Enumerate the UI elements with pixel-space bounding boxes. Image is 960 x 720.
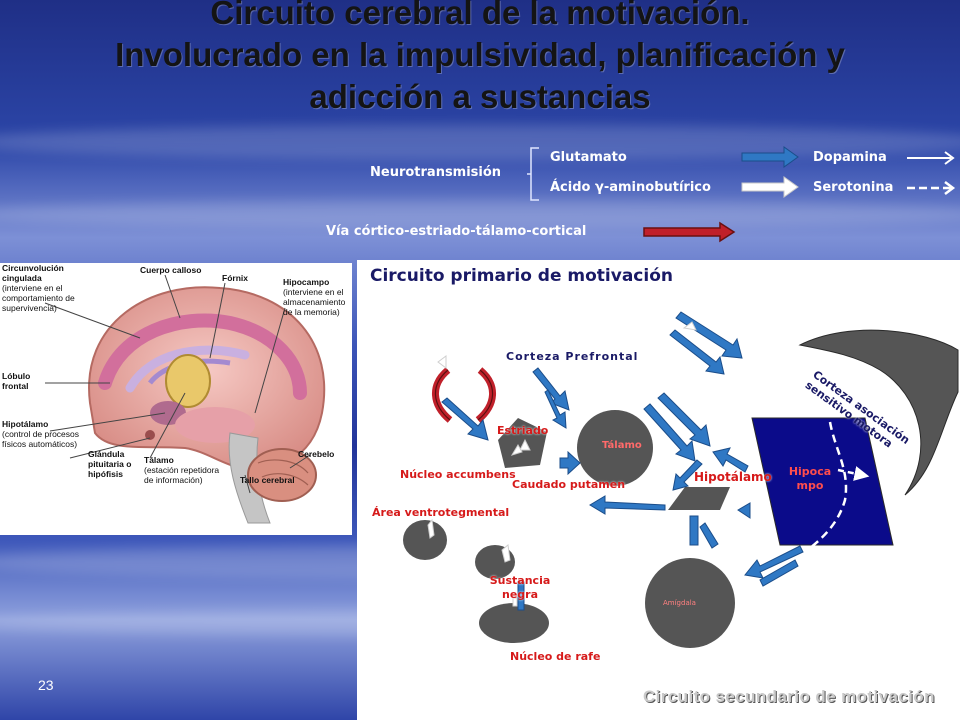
association-cortex-shape: [798, 329, 959, 496]
node-label-hippocampus: Hipocampo: [788, 465, 832, 492]
title-line-3: adicción a sustancias: [309, 78, 651, 115]
slide-title: Circuito cerebral de la motivación. Invo…: [0, 0, 960, 118]
gaba-arrow-icon: [741, 176, 799, 198]
legend-serotonin-label: Serotonina: [813, 180, 894, 195]
brain-anatomy-panel: Circunvolución cingulada (interviene en …: [0, 263, 352, 535]
diagram-title: Circuito primario de motivación: [370, 266, 673, 286]
brain-note-thalamus: (estación repetidora de información): [144, 465, 220, 485]
brain-note-hypothalamus: (control de procesos físicos automáticos…: [2, 429, 80, 449]
brain-label-brainstem: Tallo cerebral: [240, 475, 295, 485]
vta-node: [403, 520, 447, 560]
thalamus-node: [577, 410, 653, 486]
node-label-raphe: Núcleo de rafe: [510, 650, 601, 663]
page-number: 23: [38, 677, 54, 693]
node-label-caudate: Caudado putamen: [512, 478, 626, 491]
amygdala-node: [645, 558, 735, 648]
title-line-1: Circuito cerebral de la motivación.: [210, 0, 750, 31]
brain-label-cingulate: Circunvolución cingulada: [2, 263, 64, 283]
node-label-striatum: Estriado: [497, 424, 549, 437]
node-label-prefrontal: Corteza Prefrontal: [506, 350, 639, 363]
brain-label-hippocampus: Hipocampo: [283, 277, 330, 287]
brain-label-thalamus: Tálamo: [144, 455, 174, 465]
glutamate-arrow-icon: [741, 146, 799, 168]
legend-brace: [527, 147, 539, 201]
title-line-2: Involucrado en la impulsividad, planific…: [115, 36, 845, 73]
brain-note-hippocampus: (interviene en el almacenamiento de la m…: [283, 287, 346, 317]
legend-gaba-label: Ácido γ-aminobutírico: [550, 180, 711, 195]
dopamine-arrow-icon: [907, 151, 955, 165]
brain-note-cingulate: (interviene en el comportamiento de supe…: [2, 283, 75, 313]
brain-label-hypothalamus: Hipotálamo: [2, 419, 49, 429]
legend-glutamate-label: Glutamato: [550, 150, 627, 165]
node-label-thalamus: Tálamo: [602, 440, 642, 451]
node-label-hypothalamus: Hipotálamo: [694, 470, 772, 484]
serotonin-arrow-icon: [907, 181, 956, 195]
brain-label-pituitary: Glándula pituitaria o hipófisis: [88, 449, 132, 479]
node-label-amygdala: Amígdala: [663, 599, 696, 607]
brain-label-corpus-callosum: Cuerpo calloso: [140, 265, 202, 275]
brain-label-fornix: Fórnix: [222, 273, 248, 283]
node-label-vta: Área ventrotegmental: [372, 506, 510, 519]
hippocampus-shape: [751, 417, 894, 546]
neurotransmission-label: Neurotransmisión: [370, 165, 502, 180]
pathway-arrow-icon: [643, 221, 736, 243]
brain-label-cerebellum: Cerebelo: [298, 449, 335, 459]
brain-illustration: [44, 274, 326, 524]
legend-dopamine-label: Dopamina: [813, 150, 887, 165]
brain-label-frontal-lobe: Lóbulo frontal: [2, 371, 31, 391]
striatum-node: [498, 418, 547, 468]
raphe-node: [479, 603, 549, 643]
node-label-substantia-nigra: Sustancia negra: [489, 574, 551, 601]
node-label-accumbens: Núcleo accumbens: [400, 468, 516, 481]
pathway-label: Vía córtico-estriado-tálamo-cortical: [326, 224, 587, 239]
hypothalamus-node: [668, 487, 730, 510]
secondary-circuit-caption: Circuito secundario de motivación: [643, 687, 935, 706]
